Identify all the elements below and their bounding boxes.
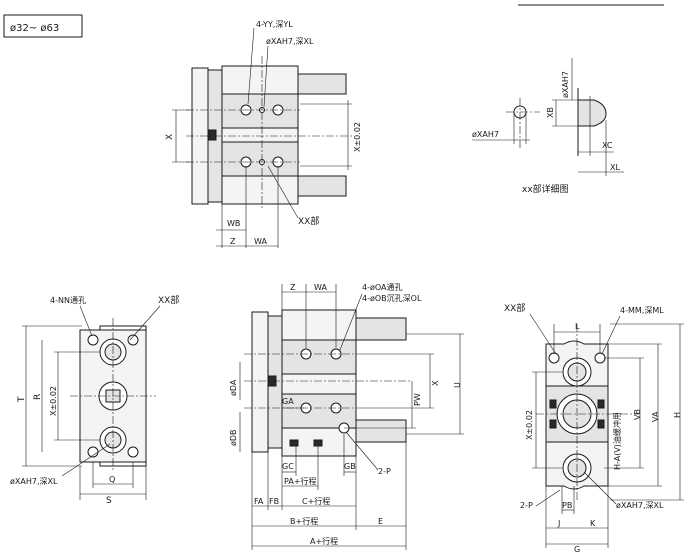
side-gb-label: GB (344, 462, 356, 471)
right-x-tol-label: X±0.02 (525, 410, 534, 440)
top-view: X X±0.02 4-YY,深YL øXAH7,深XL XX部 WB Z WA (165, 20, 362, 248)
side-b-label: B+行程 (290, 516, 318, 526)
left-end-view: T R X±0.02 S Q 4-NN通孔 XX部 øXAH7,深XL (10, 294, 179, 506)
top-xah7-label: øXAH7,深XL (266, 37, 314, 46)
detail-xc-label: XC (602, 141, 613, 150)
side-wa-label: WA (314, 283, 327, 292)
left-t-label: T (17, 396, 27, 403)
side-pa-label: PA+行程 (284, 476, 317, 486)
right-vb-label: VB (633, 409, 642, 420)
right-pb-label: PB (562, 501, 572, 510)
right-va-label: VA (651, 411, 660, 422)
left-q-label: Q (109, 475, 115, 484)
side-e-label: E (378, 517, 383, 526)
size-range-text: ø32~ ø63 (10, 23, 59, 34)
right-j-label: J (557, 519, 560, 528)
top-x-tol-label: X±0.02 (353, 122, 362, 152)
detail-xb-label: XB (546, 107, 555, 118)
side-a-label: A+行程 (310, 536, 338, 546)
side-da-label: øDA (229, 379, 238, 396)
left-x-tol-label: X±0.02 (49, 386, 58, 416)
detail-caption: xx部详细图 (522, 183, 569, 195)
detail-xl-label: XL (610, 163, 620, 172)
side-u-label: U (453, 382, 462, 388)
top-x-label: X (165, 134, 175, 140)
left-xx-label: XX部 (158, 294, 179, 306)
left-nn-label: 4-NN通孔 (50, 295, 86, 305)
top-xx-label: XX部 (298, 215, 319, 227)
side-c-label: C+行程 (302, 496, 330, 506)
right-l-label: L (575, 322, 580, 331)
top-wb-label: WB (227, 219, 240, 228)
side-x-label: X (431, 380, 440, 386)
right-hav-label: H-A(V)油缓冲用 (612, 412, 622, 470)
right-mm-label: 4-MM,深ML (620, 306, 664, 315)
side-db-label: øDB (229, 429, 238, 446)
side-2p-label: 2-P (378, 467, 391, 476)
top-z-label: Z (230, 237, 236, 246)
right-g-label: G (574, 545, 580, 554)
detail-xah7-top-label: øXAH7 (561, 71, 570, 98)
right-h-label: H (673, 412, 682, 418)
right-xah7-label: øXAH7,深XL (616, 501, 664, 510)
side-fb-label: FB (269, 497, 279, 506)
left-s-label: S (106, 496, 112, 506)
right-k-label: K (590, 519, 596, 528)
left-xah7-label: øXAH7,深XL (10, 477, 58, 486)
side-ga-label: GA (282, 397, 294, 406)
right-xx-label: XX部 (504, 302, 525, 314)
size-range-box: ø32~ ø63 (3, 14, 83, 38)
detail-xah7-left-label: øXAH7 (472, 130, 499, 139)
side-view: Z WA 4-øOA通孔 4-øOB沉孔深OL øDA øDB GA X PW … (229, 282, 464, 550)
side-pw-label: PW (413, 393, 422, 406)
left-r-label: R (33, 394, 43, 400)
detail-view: øXAH7 XB øXAH7 XC XL xx部详细图 (472, 58, 624, 195)
top-wa-label: WA (254, 237, 267, 246)
right-end-view: L XX部 4-MM,深ML X±0.02 H-A(V)油缓冲用 VB VA H… (504, 302, 684, 554)
top-yy-label: 4-YY,深YL (256, 20, 293, 29)
side-fa-label: FA (254, 497, 264, 506)
side-oa-label: 4-øOA通孔 (362, 282, 403, 292)
side-ob-label: 4-øOB沉孔深OL (362, 294, 422, 303)
side-z-label: Z (290, 283, 296, 292)
right-2p-label: 2-P (520, 501, 533, 510)
side-gc-label: GC (282, 462, 294, 471)
